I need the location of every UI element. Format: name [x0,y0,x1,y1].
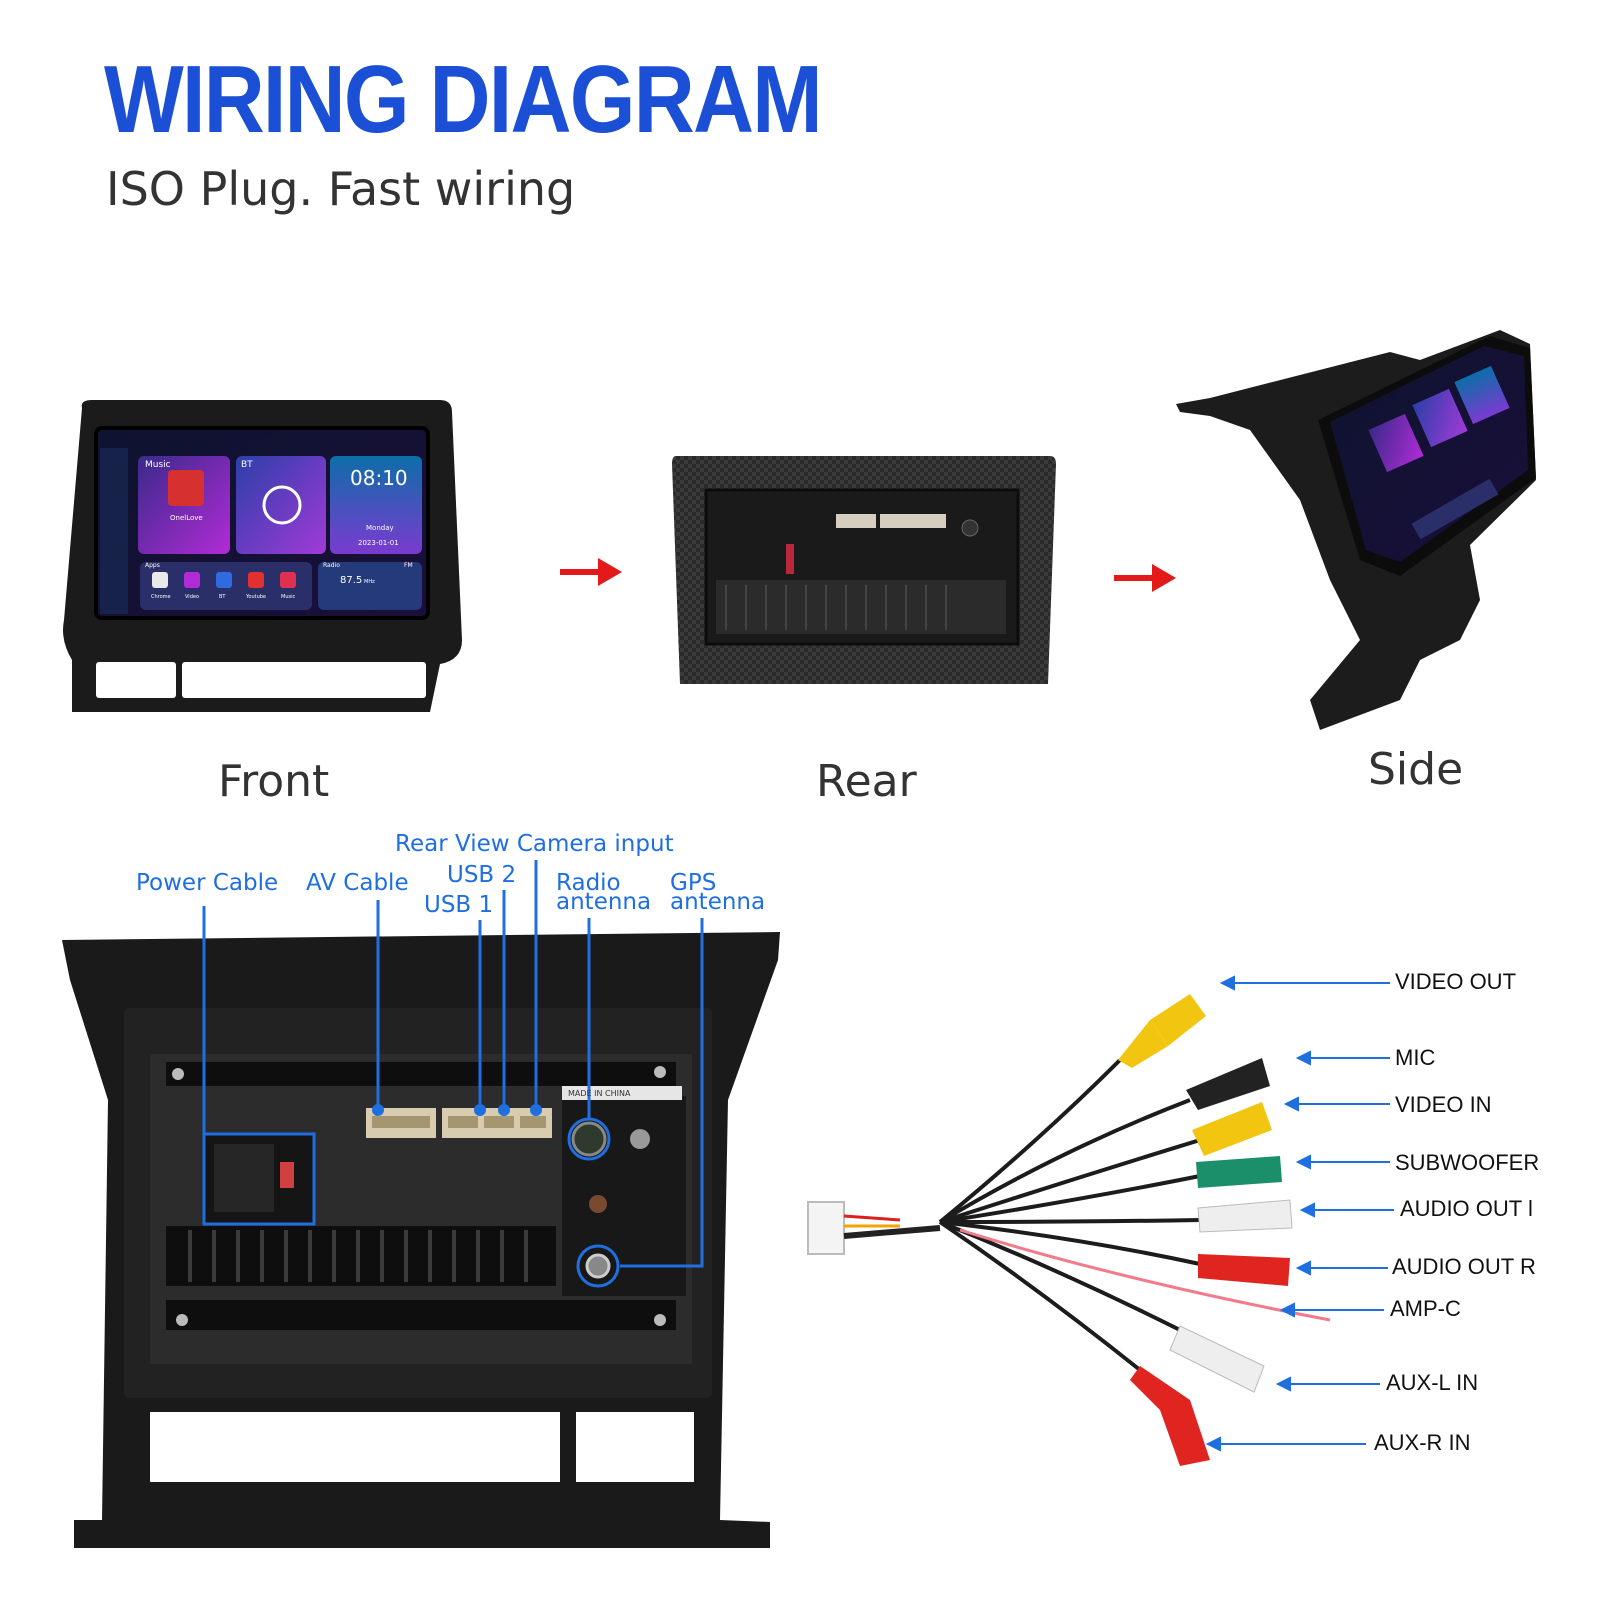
subwoofer-label: SUBWOOFER [1395,1150,1540,1175]
usb1-label: USB 1 [424,892,494,918]
gps-antenna-label-line2: antenna [670,889,766,915]
views-illustration: Music OnelLove BT 08:10 Monday 2023-01-0… [63,330,1536,730]
radio-antenna-label-line1: Radio [556,870,621,896]
side-view-unit [1176,330,1536,730]
rca-video-out [1118,994,1206,1068]
page-subtitle: ISO Plug. Fast wiring [106,162,576,216]
screen-app-name: Music [281,594,295,600]
screen-frequency: 87.5 [340,575,362,586]
screen-frequency-unit: MHz [364,579,375,585]
screen-app-name: Youtube [245,594,266,600]
video-in-label: VIDEO IN [1395,1092,1492,1117]
screen-date: 2023-01-01 [358,539,399,547]
rear-view-label: Rear [816,756,917,807]
radio-antenna-label-line2: antenna [556,889,652,915]
made-in-label: MADE IN CHINA [568,1089,631,1098]
rca-audio-out-r [1198,1254,1290,1286]
harness-plug [807,1201,845,1255]
screen-clock: 08:10 [350,466,408,490]
rca-aux-l-in [1169,1325,1265,1393]
arrow-right-icon [1114,564,1176,592]
arrow-right-icon [560,558,622,586]
mic-label: MIC [1395,1045,1436,1070]
rca-audio-out-l [1197,1199,1293,1233]
screen-radio-label: Radio [323,562,340,569]
usb2-label: USB 2 [447,862,517,888]
power-cable-label: Power Cable [136,870,279,896]
aux-r-in-label: AUX-R IN [1374,1430,1471,1455]
aux-l-in-label: AUX-L IN [1386,1370,1479,1395]
screen-song-label: OnelLove [170,514,203,522]
rear-view-unit [672,456,1056,684]
screen-day: Monday [366,524,394,532]
rca-aux-r-in [1130,1366,1210,1466]
screen-app-name: Chrome [151,594,171,600]
screen-fm-label: FM [404,562,413,569]
side-view-label: Side [1368,744,1464,795]
audio-out-r-label: AUDIO OUT R [1392,1254,1536,1279]
front-view-unit [63,400,462,712]
page-title: WIRING DIAGRAM [104,46,823,153]
rear-camera-label: Rear View Camera input [395,831,674,857]
screen-app-name: BT [219,594,226,600]
front-view-label: Front [218,756,330,807]
screen-apps-label: Apps [145,562,160,569]
rca-subwoofer [1196,1156,1282,1188]
audio-out-l-label: AUDIO OUT l [1400,1196,1533,1221]
video-out-label: VIDEO OUT [1395,969,1517,994]
rca-video-in [1192,1102,1272,1156]
gps-antenna-label-line1: GPS [670,870,717,896]
bt-tile [236,456,326,554]
clock-tile [330,456,422,554]
screen-app-name: Video [185,594,199,600]
screen-music-label: Music [145,460,171,470]
screen-bt-label: BT [241,460,253,470]
amp-c-label: AMP-C [1390,1296,1461,1321]
rca-mic [1186,1058,1270,1110]
av-cable-label: AV Cable [306,870,409,896]
